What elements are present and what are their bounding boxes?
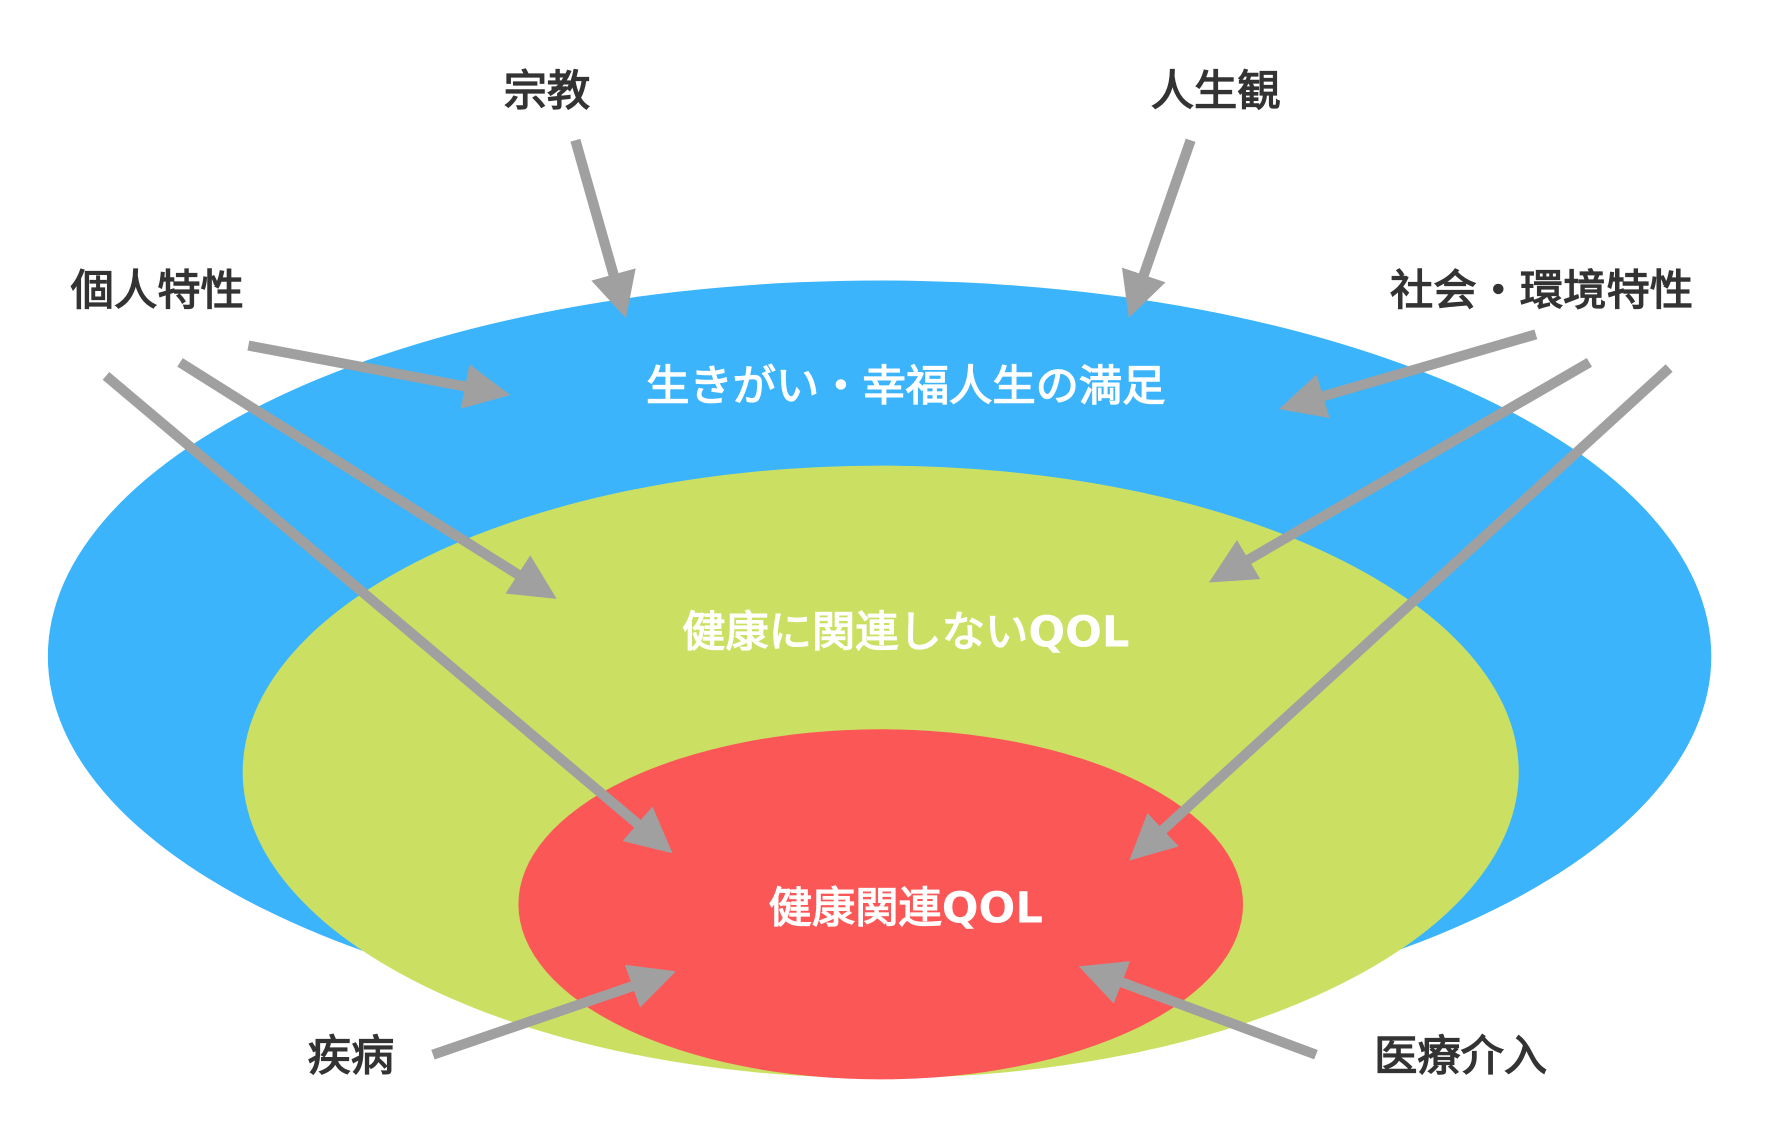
arrow-disease	[431, 964, 676, 1060]
arrow-medical	[1078, 961, 1318, 1060]
factor-personal: 個人特性	[70, 266, 244, 316]
inner-layer-label: 健康関連QOL	[769, 884, 1043, 934]
arrow-social-inner	[1129, 364, 1673, 861]
arrow-personal-middle	[177, 358, 557, 599]
factor-religion: 宗教	[504, 67, 591, 117]
arrow-personal-inner	[102, 372, 673, 854]
arrow-religion	[570, 138, 636, 319]
outer-layer-label: 生きがい・幸福人生の満足	[646, 362, 1165, 412]
inner-ellipse	[518, 729, 1244, 1080]
factor-life-view: 人生観	[1151, 67, 1281, 117]
factor-social: 社会・環境特性	[1390, 266, 1693, 316]
arrow-personal-outer	[247, 340, 511, 409]
arrow-social-outer	[1278, 329, 1538, 418]
arrows	[102, 138, 1673, 1060]
factor-disease: 疾病	[308, 1032, 395, 1082]
factor-medical: 医療介入	[1374, 1032, 1547, 1082]
arrow-social-middle	[1208, 358, 1592, 583]
middle-layer-label: 健康に関連しないQOL	[682, 608, 1129, 658]
arrow-life-view	[1121, 138, 1196, 318]
